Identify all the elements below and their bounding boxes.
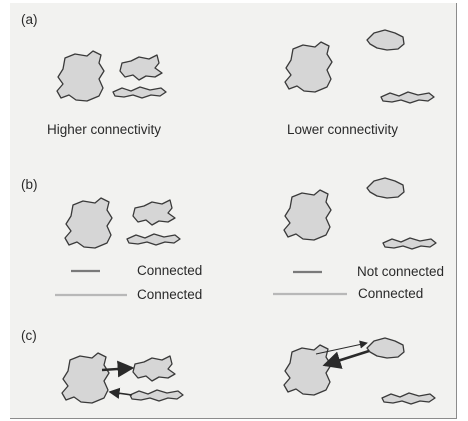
movement-arrow	[322, 349, 370, 369]
figure-graphics	[55, 29, 437, 405]
habitat-patch	[61, 352, 110, 404]
figure-frame: (a) Higher connectivity Lower connectivi…	[10, 3, 457, 419]
habitat-patch	[129, 389, 184, 402]
legend-label: Connected	[137, 263, 203, 278]
habitat-patch	[56, 50, 105, 102]
habitat-patch	[112, 86, 167, 99]
habitat-patch	[132, 199, 176, 226]
habitat-patch	[64, 197, 113, 249]
legend-label: Not connected	[357, 264, 445, 279]
panel-c-label: (c)	[21, 328, 37, 343]
lower-connectivity-caption: Lower connectivity	[287, 122, 399, 137]
legend-label: Connected	[358, 286, 424, 301]
habitat-patch	[366, 29, 405, 51]
panel-a-label: (a)	[21, 12, 38, 27]
habitat-patch	[283, 189, 332, 241]
panel-b-label: (b)	[21, 177, 38, 192]
higher-connectivity-caption: Higher connectivity	[47, 122, 162, 137]
habitat-patch	[366, 337, 405, 359]
movement-arrow	[108, 387, 133, 399]
habitat-patch	[380, 91, 435, 104]
habitat-patch	[132, 355, 176, 382]
habitat-patch	[381, 392, 436, 405]
habitat-patch	[382, 237, 437, 250]
habitat-patch	[366, 177, 405, 199]
movement-arrow	[101, 360, 135, 378]
habitat-patch	[284, 41, 333, 93]
habitat-patch	[119, 54, 163, 81]
legend-label: Connected	[137, 287, 203, 302]
habitat-patch	[126, 233, 181, 246]
